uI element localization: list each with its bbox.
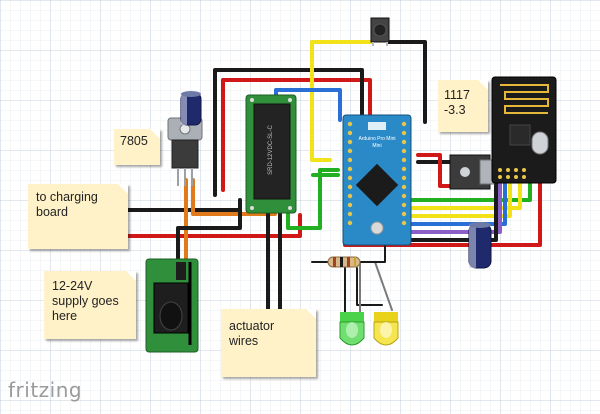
wire-black-jack[interactable] <box>176 208 242 264</box>
fritzing-logo: fritzing <box>8 378 83 402</box>
nrf24-radio[interactable] <box>491 76 557 184</box>
wire-black-button[interactable] <box>386 40 427 124</box>
note-7805-text: 7805 <box>120 134 148 148</box>
wire-green-relay-1[interactable] <box>286 168 340 230</box>
arduino-label: Arduino Pro Mini <box>359 136 396 142</box>
wire-red-top[interactable] <box>221 78 372 192</box>
dc-jack[interactable] <box>145 258 199 353</box>
regulator-7805[interactable] <box>167 117 203 186</box>
wire-yellow-radio-1[interactable] <box>398 174 522 210</box>
note-charging-text: to charging board <box>36 190 98 219</box>
wire-yellow-button[interactable] <box>310 40 374 162</box>
note-supply-text: 12-24V supply goes here <box>52 279 119 323</box>
arduino-pins-left <box>347 121 353 226</box>
note-actuator[interactable]: actuator wires <box>221 309 316 377</box>
note-actuator-text: actuator wires <box>229 319 275 348</box>
wire-led-gnd[interactable] <box>374 261 393 311</box>
capacitor-top[interactable] <box>180 91 202 126</box>
note-7805[interactable]: 7805 <box>114 129 160 165</box>
led-green[interactable] <box>339 312 365 346</box>
note-charging-board[interactable]: to charging board <box>28 184 128 249</box>
capacitor-bottom[interactable] <box>468 222 492 269</box>
wire-led-yellow[interactable] <box>356 267 383 306</box>
regulator-1117[interactable] <box>449 154 495 190</box>
wire-blue-radio[interactable] <box>398 174 507 226</box>
relay-module[interactable]: SRD-12VDC-SL-C <box>245 94 297 214</box>
resistor[interactable] <box>327 256 361 268</box>
arduino-pins-right <box>401 121 407 226</box>
led-yellow[interactable] <box>373 312 399 346</box>
wire-purple-radio[interactable] <box>398 174 502 234</box>
note-1117[interactable]: 1117 -3.3 <box>438 80 488 132</box>
wires <box>126 40 542 313</box>
wire-green-radio[interactable] <box>398 174 532 202</box>
wire-black-top[interactable] <box>213 68 364 197</box>
note-1117-text: 1117 -3.3 <box>444 88 470 117</box>
push-button[interactable] <box>370 17 390 46</box>
relay-label: SRD-12VDC-SL-C <box>268 125 274 175</box>
wire-yellow-radio-2[interactable] <box>398 174 512 218</box>
arduino-pro-mini[interactable]: Arduino Pro Mini Mini <box>342 114 412 246</box>
note-supply[interactable]: 12-24V supply goes here <box>44 271 136 339</box>
wire-black-radio[interactable] <box>398 174 498 242</box>
arduino-sublabel: Mini <box>372 143 381 149</box>
wire-resistor-2[interactable] <box>359 239 386 263</box>
